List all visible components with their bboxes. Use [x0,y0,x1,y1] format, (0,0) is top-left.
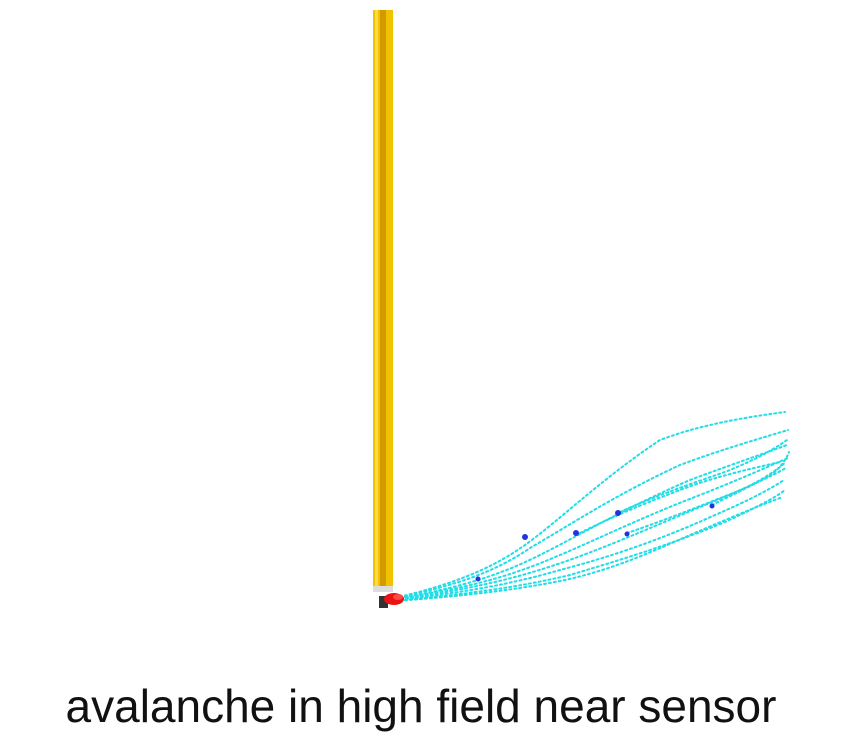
sensor-wire-tip [373,586,393,592]
drift-path [394,496,784,602]
drift-path [395,479,785,601]
drift-path [711,451,790,506]
drift-path [395,457,789,600]
sensor-wire [373,10,393,592]
drift-path [394,444,788,600]
avalanche-diagram [373,10,790,608]
ionization-point [624,531,630,537]
drift-path [579,461,781,534]
primary-charge-glow [393,594,403,600]
sensor-wire-highlight [375,10,378,586]
figure-caption: avalanche in high field near sensor [65,680,777,732]
ionization-points [475,503,715,582]
drift-path [394,411,786,599]
ionization-point [615,510,621,516]
drift-path [626,461,787,534]
avalanche-tracks [394,411,790,602]
ionization-point [522,534,528,540]
electrode-tip-marker [379,596,388,608]
drift-path [619,439,788,513]
sensor-wire-core [380,10,386,586]
primary-charge-cluster [379,593,404,608]
ionization-point [475,576,481,582]
ionization-point [573,530,579,536]
ionization-point [709,503,715,509]
drift-path [394,429,789,599]
